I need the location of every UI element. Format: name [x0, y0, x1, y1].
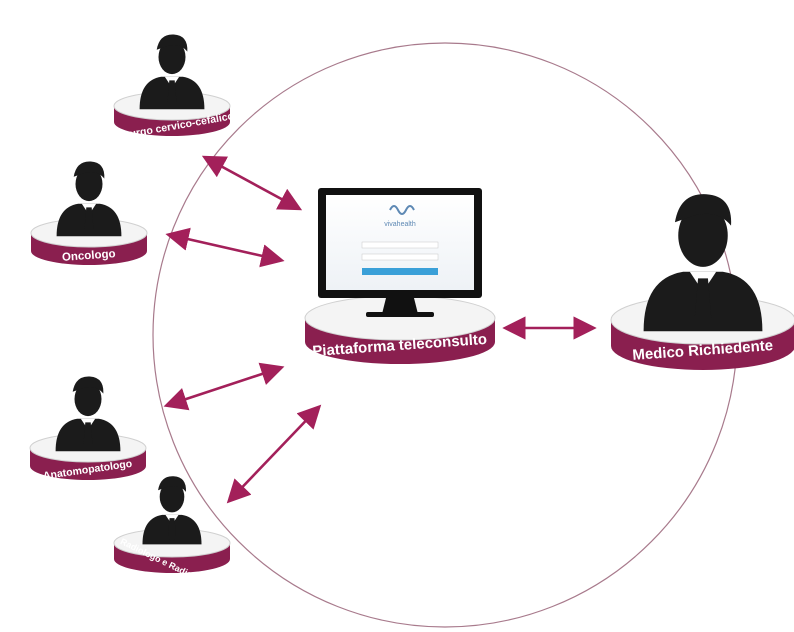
- arrow-oncologo-platform: [165, 227, 285, 268]
- node-oncologo: Oncologo: [30, 161, 148, 265]
- businessman-icon: [139, 34, 205, 110]
- arrow-anatomo-platform: [163, 362, 285, 411]
- arrow-radiologo-platform: [226, 404, 322, 504]
- screen-field: [361, 253, 439, 261]
- node-anatomo: Anatomopatologo: [29, 376, 147, 482]
- platform-node: vivahealth Piattaforma teleconsulto: [304, 188, 496, 364]
- businessman-icon: [55, 376, 121, 452]
- node-medico: Medico Richiedente: [610, 194, 794, 370]
- connection-arrows: [163, 155, 597, 504]
- screen-login-button: [362, 268, 438, 275]
- node-radiologo: Radiologo e Radioterapista: [113, 476, 231, 597]
- businessman-icon: [56, 161, 122, 237]
- businessman-icon: [142, 476, 202, 545]
- businessman-icon: [643, 194, 763, 332]
- node-chirurgo: Chirurgo cervico-cefalico: [108, 34, 235, 144]
- computer-monitor-icon: vivahealth: [318, 188, 482, 317]
- node-label-oncologo: Oncologo: [62, 248, 116, 264]
- screen-brand: vivahealth: [384, 221, 416, 228]
- screen-field: [361, 241, 439, 249]
- arrow-chirurgo-platform: [201, 155, 303, 211]
